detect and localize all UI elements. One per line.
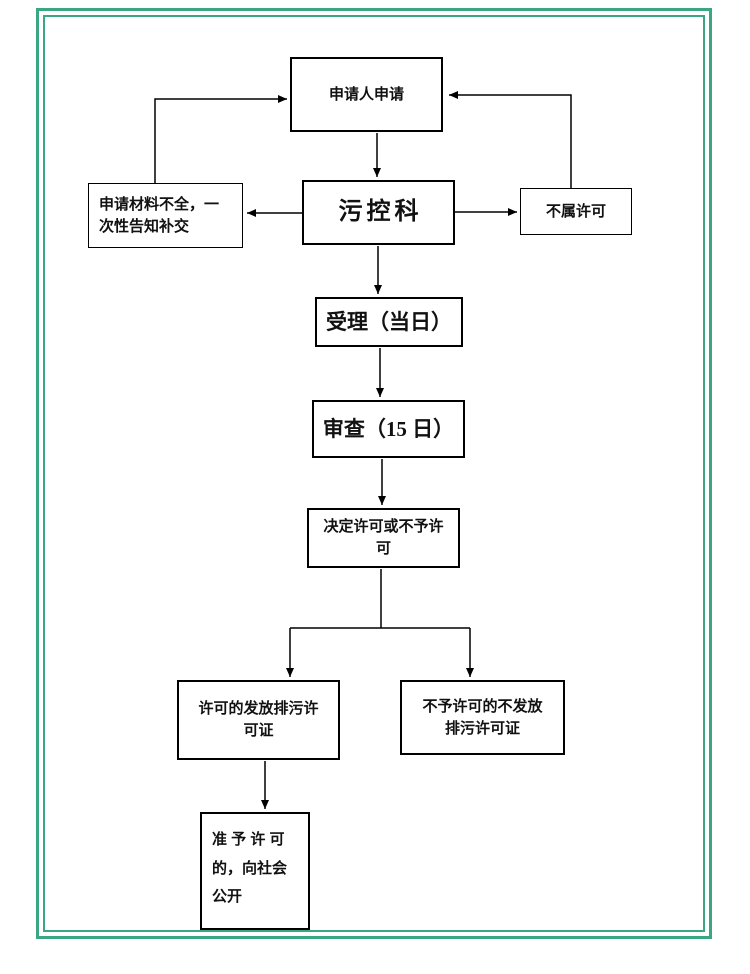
- node-no-permit-issued: 不予许可的不发放 排污许可证: [400, 680, 565, 755]
- node-publicize: 准 予 许 可 的，向社会 公开: [200, 812, 310, 930]
- node-not-a-permit-matter: 不属许可: [520, 188, 632, 235]
- node-decision: 决定许可或不予许 可: [307, 508, 460, 568]
- node-incomplete-materials: 申请材料不全，一 次性告知补交: [88, 183, 243, 248]
- page-border-inner: [43, 15, 705, 932]
- node-issue-permit: 许可的发放排污许 可证: [177, 680, 340, 760]
- node-acceptance: 受理（当日）: [315, 297, 463, 347]
- node-pollution-control-section: 污控科: [302, 180, 455, 245]
- node-applicant: 申请人申请: [290, 57, 443, 132]
- node-review: 审查（15 日）: [312, 400, 465, 458]
- page-border-outer: [36, 8, 712, 939]
